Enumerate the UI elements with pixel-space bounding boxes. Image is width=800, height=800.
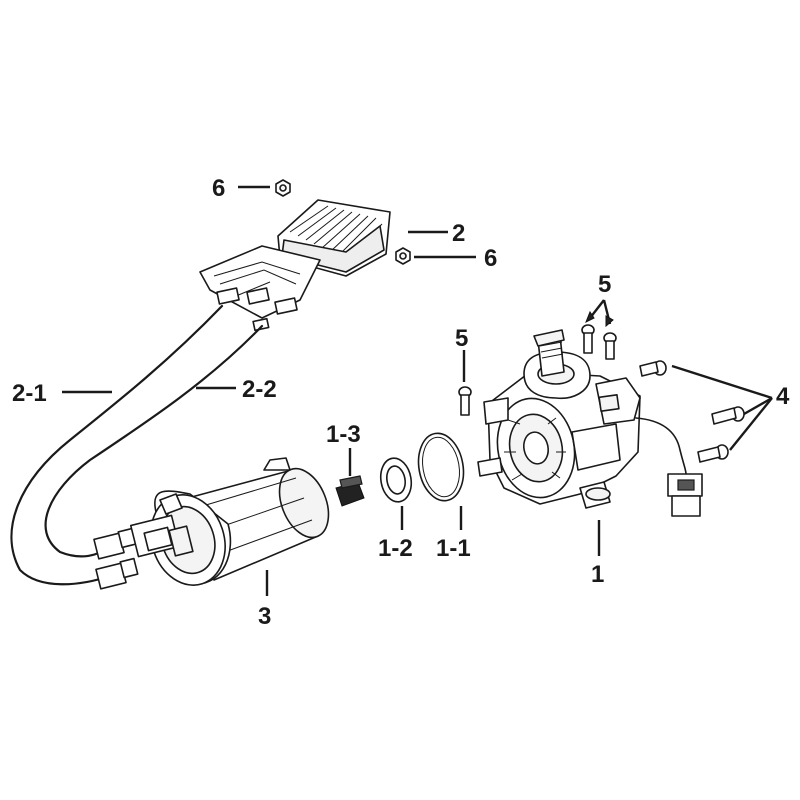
- leader-lines: [62, 185, 773, 596]
- o-ring: [417, 432, 465, 502]
- bolt-4-c: [697, 444, 729, 463]
- coupler: [335, 475, 365, 507]
- callout-labels: 6 2 6 5 5 2-1 2-2 4 1-3 1-2 1-1 1 3: [12, 175, 790, 630]
- nut-6-right: [395, 247, 411, 265]
- bolt-5-c: [458, 386, 472, 416]
- gear-unit: [477, 329, 687, 509]
- callout-1-1: 1-1: [436, 535, 471, 562]
- sensor-connector: [667, 473, 703, 517]
- bolts-4: [639, 360, 745, 463]
- bolt-5-b: [603, 332, 617, 360]
- cable-2-2: [44, 324, 264, 558]
- callout-6-top: 6: [212, 175, 225, 202]
- callout-2-2: 2-2: [242, 376, 277, 403]
- callout-3: 3: [258, 603, 271, 630]
- callout-1: 1: [591, 561, 604, 588]
- callout-5-left: 5: [455, 325, 468, 352]
- motor-connectors: [93, 527, 139, 590]
- bolt-5-a: [581, 324, 595, 354]
- callout-1-2: 1-2: [378, 535, 413, 562]
- nut-6-top: [275, 179, 291, 197]
- callout-2-1: 2-1: [12, 380, 47, 407]
- callout-1-3: 1-3: [326, 421, 361, 448]
- callout-4: 4: [776, 383, 790, 410]
- washer: [379, 457, 413, 503]
- callout-5-top: 5: [598, 271, 611, 298]
- bolt-4-a: [639, 360, 667, 377]
- ecu-module: [199, 199, 391, 332]
- bolts-5: [458, 324, 617, 416]
- bolt-4-b: [711, 406, 745, 425]
- callout-2: 2: [452, 220, 465, 247]
- cable-2-1: [10, 304, 224, 586]
- electric-motor: [129, 457, 330, 586]
- callout-6-right: 6: [484, 245, 497, 272]
